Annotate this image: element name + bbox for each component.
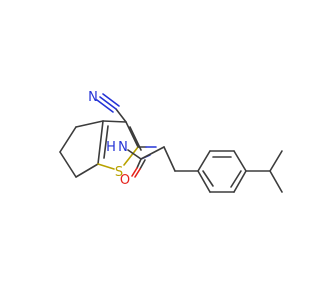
molecule-structure: N N H S O — [59, 90, 283, 193]
nitrile-nitrogen-label: N — [88, 90, 98, 105]
propyl-chain — [140, 146, 199, 172]
amide-linkage — [127, 146, 157, 178]
thiophene-sulfur-label: S — [115, 165, 123, 180]
carbonyl-oxygen-label: O — [120, 173, 130, 188]
amide-nitrogen-label: N — [118, 140, 128, 155]
molecule-canvas: N N H S O — [59, 90, 283, 193]
thiophene-ring — [97, 120, 142, 170]
nitrile-group — [96, 93, 127, 123]
amide-hydrogen-label: H — [106, 140, 116, 155]
benzene-ring — [197, 150, 247, 193]
cyclopentane-ring — [59, 120, 104, 178]
isopropyl-group — [245, 150, 283, 193]
